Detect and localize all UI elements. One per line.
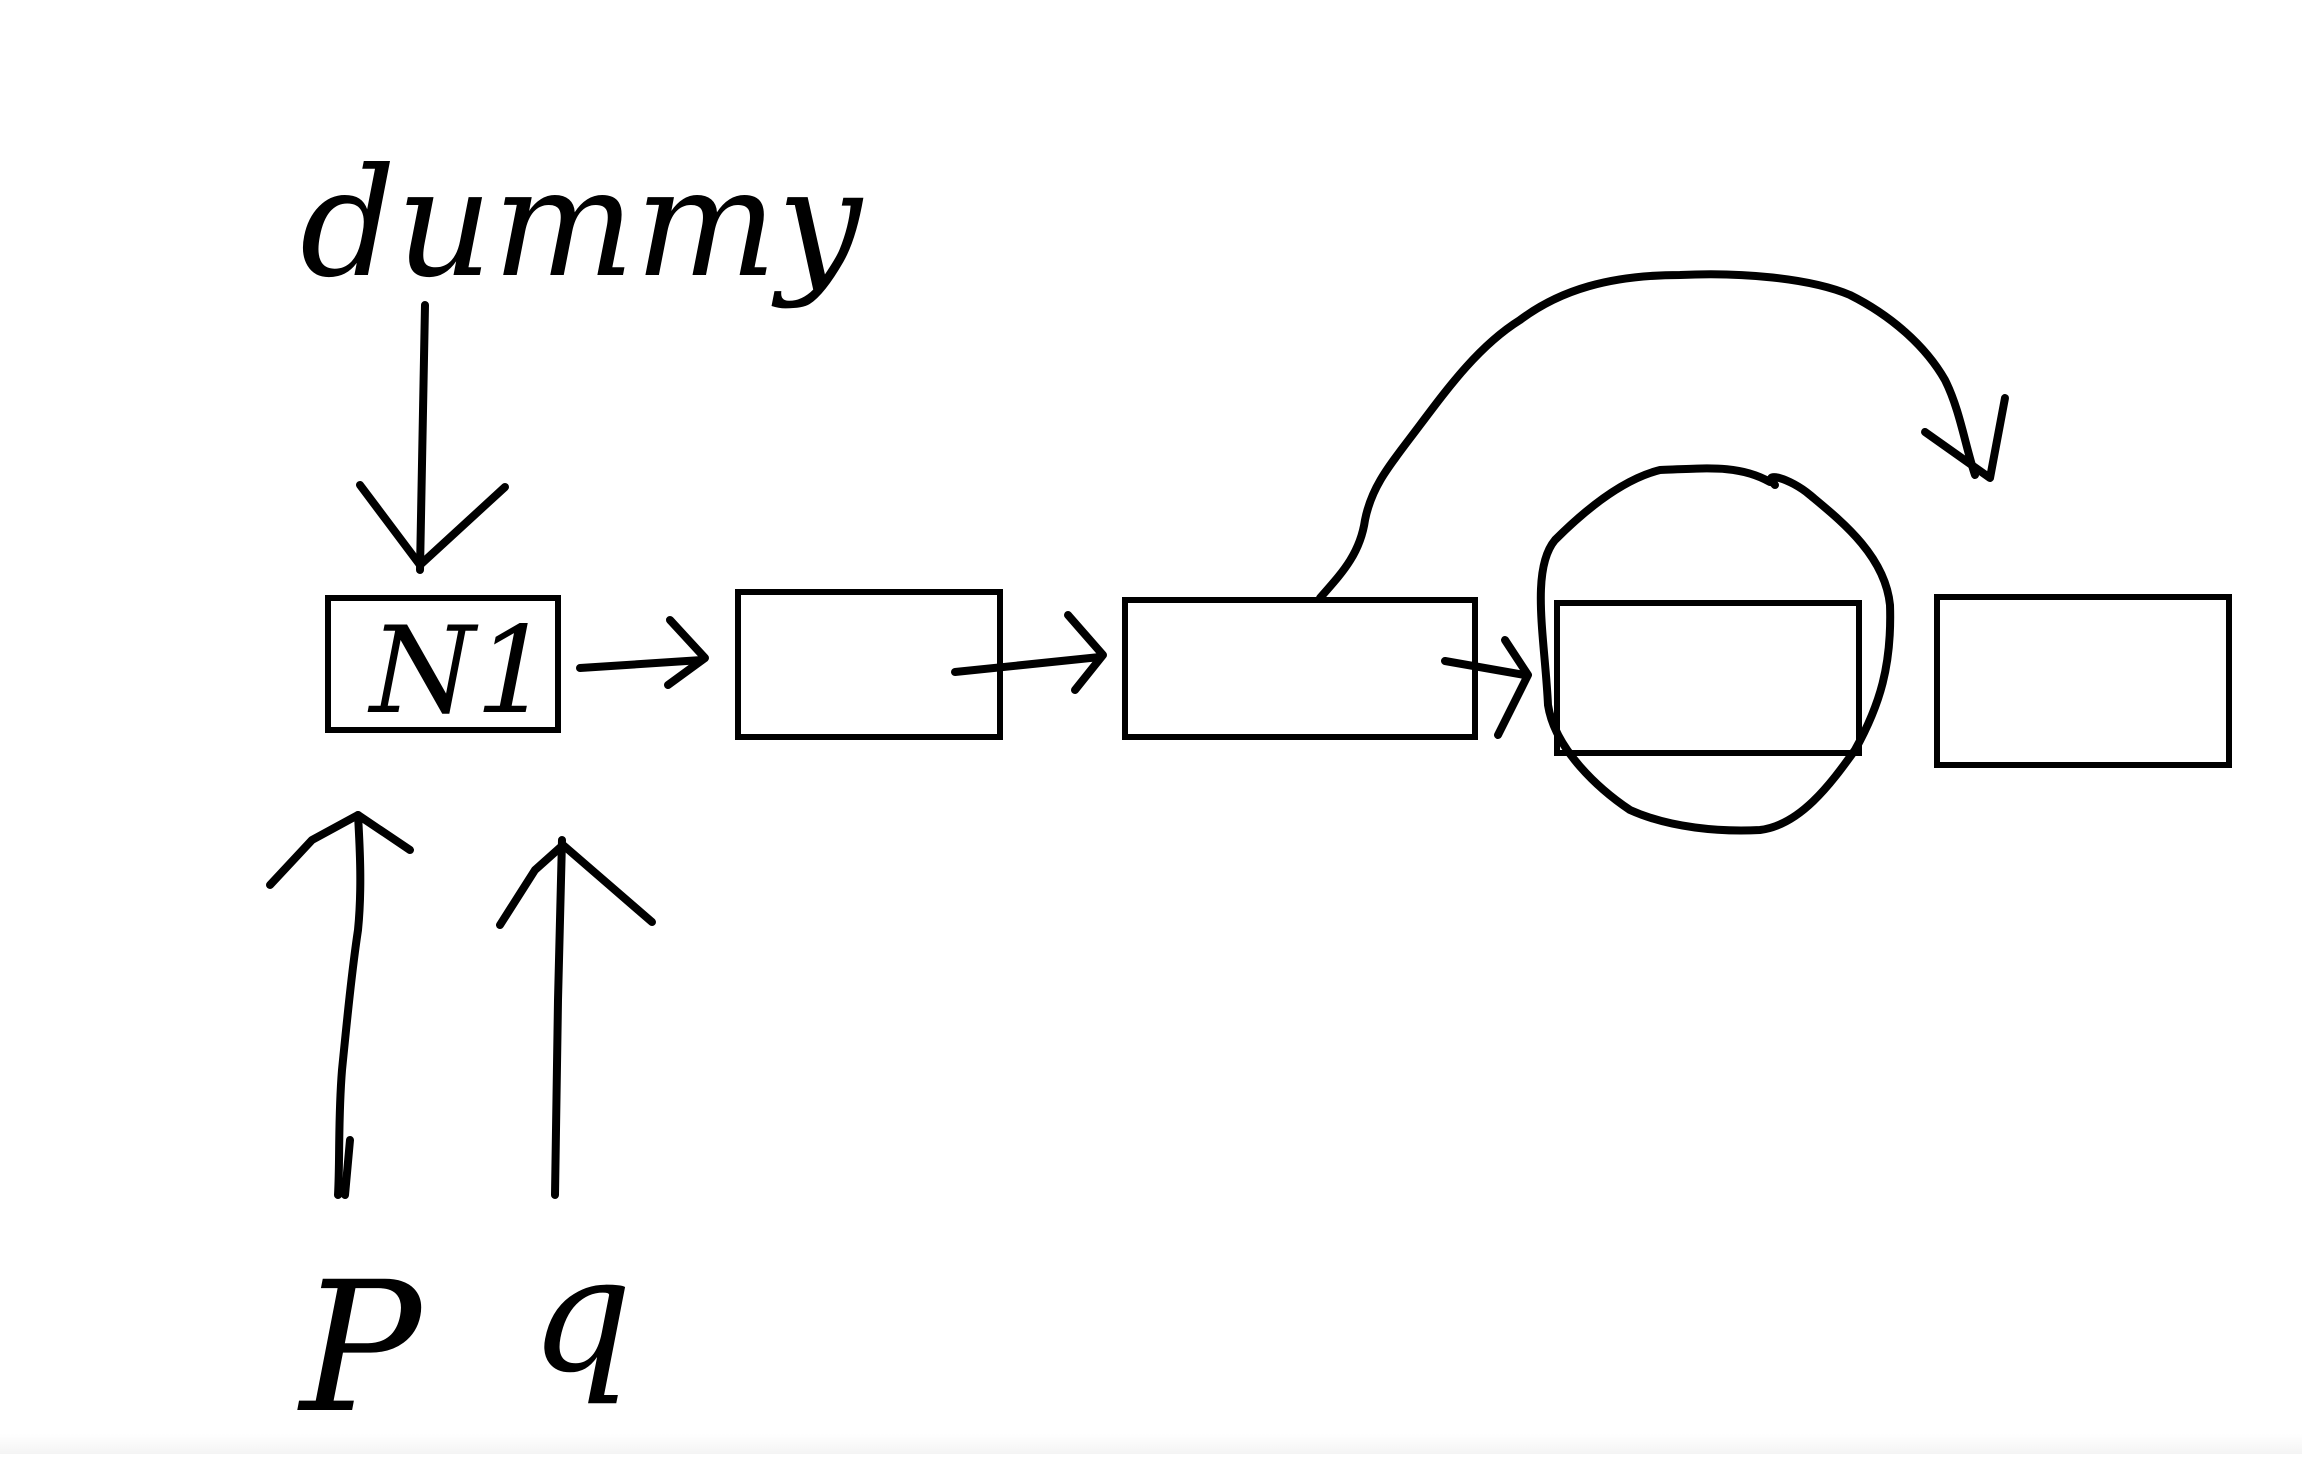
canvas-bottom-edge xyxy=(0,1434,2302,1454)
arrow-node1-to-node2 xyxy=(576,616,709,689)
dummy-label-group: dummy xyxy=(300,137,864,311)
pointer-p-arrow xyxy=(266,811,414,1199)
arrow-node3-to-node4 xyxy=(1441,636,1532,739)
bypass-arrow-node3-to-node5 xyxy=(1316,270,2009,602)
dummy-label: dummy xyxy=(300,137,864,311)
node-1: N1 xyxy=(325,595,561,741)
node-1-label: N1 xyxy=(367,602,551,741)
pointer-p-label-group: P xyxy=(297,1244,424,1453)
node-5 xyxy=(1934,594,2232,768)
pointer-q-label: q xyxy=(530,1221,632,1408)
pointer-q-label-group: q xyxy=(530,1221,632,1408)
node-4 xyxy=(1554,600,1862,756)
pointer-p-label: P xyxy=(297,1244,424,1453)
arrow-node2-to-node3 xyxy=(951,611,1107,694)
node-2 xyxy=(735,589,1003,740)
removed-node-circle xyxy=(1536,464,1895,835)
dummy-to-node1-arrow xyxy=(356,301,509,574)
pointer-q-arrow xyxy=(496,836,656,1199)
node-3 xyxy=(1122,597,1478,740)
